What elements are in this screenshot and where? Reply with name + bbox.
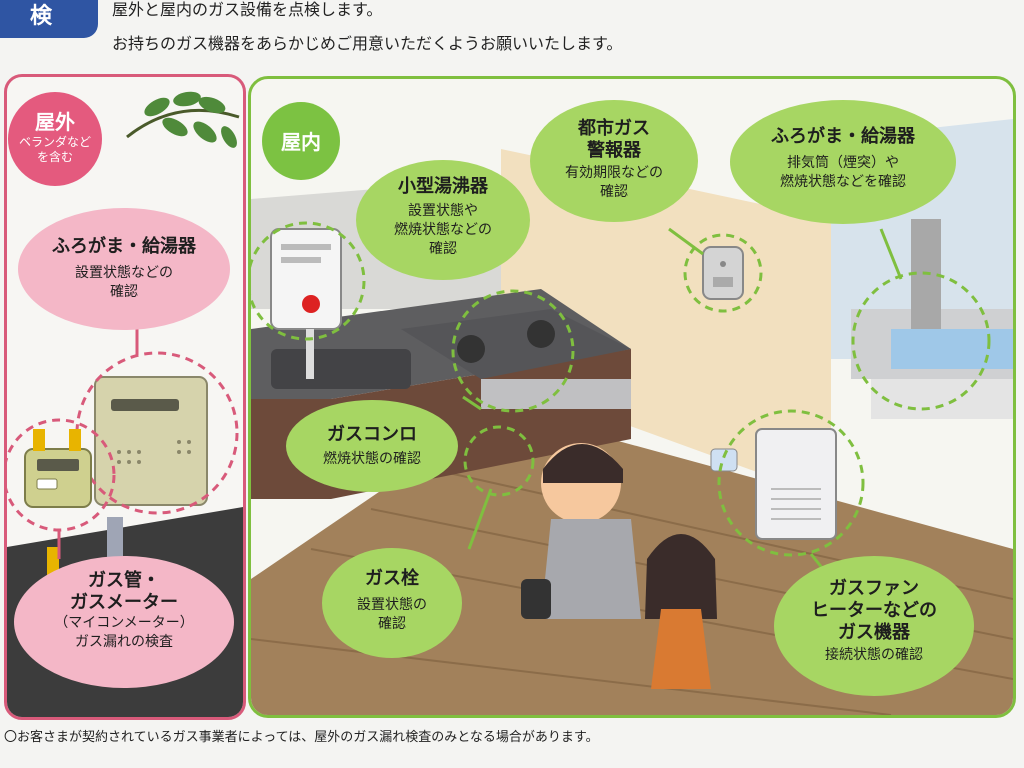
gas-cock-bubble: ガス栓 設置状態の 確認 (322, 548, 462, 658)
outdoor-water-heater-desc1: 設置状態などの (75, 265, 173, 281)
small-heater-desc3: 確認 (429, 241, 457, 257)
gas-fan-heater-desc: 接続状態の確認 (825, 647, 923, 663)
gas-alarm-desc2: 確認 (600, 184, 628, 200)
gas-alarm-device (702, 246, 744, 300)
gas-meter (24, 429, 92, 508)
gas-cock-desc1: 設置状態の (357, 597, 427, 613)
gas-pipe-title1: ガス管・ (88, 570, 160, 591)
gas-alarm-desc1: 有効期限などの (565, 165, 663, 181)
outdoor-tag-sub2: を含む (36, 150, 73, 164)
intro-line-2: お持ちのガス機器をあらかじめご用意いただくようお願いいたします。 (112, 34, 623, 53)
gas-fan-heater-title2: ヒーターなどの (811, 600, 937, 621)
gas-alarm-title2: 警報器 (587, 140, 641, 161)
resident-person (645, 534, 717, 689)
gas-alarm-bubble: 都市ガス 警報器 有効期限などの 確認 (530, 100, 698, 222)
gas-fan-heater-bubble: ガスファン ヒーターなどの ガス機器 接続状態の確認 (774, 556, 974, 696)
gas-alarm-title1: 都市ガス (578, 118, 650, 139)
outdoor-water-heater-bubble: ふろがま・給湯器 設置状態などの 確認 (18, 208, 230, 330)
small-heater-desc2: 燃焼状態などの (394, 222, 492, 238)
gas-pipe-sub: （マイコンメーター） (54, 615, 194, 631)
small-heater-title: 小型湯沸器 (398, 176, 488, 197)
indoor-water-heater-bubble: ふろがま・給湯器 排気筒（煙突）や 燃焼状態などを確認 (730, 100, 956, 224)
water-heater-outdoor (94, 376, 208, 506)
header-tab-label: 検 (30, 4, 53, 29)
small-heater-bubble: 小型湯沸器 設置状態や 燃焼状態などの 確認 (356, 160, 530, 280)
header-tab: 検 (0, 0, 98, 38)
gas-stove-desc: 燃焼状態の確認 (323, 451, 421, 467)
inspector-person (521, 443, 641, 619)
footnote: 〇お客さまが契約されているガス事業者によっては、屋外のガス漏れ検査のみとなる場合… (4, 730, 599, 745)
outdoor-tag: 屋外 ベランダなど を含む (8, 92, 102, 186)
gas-fan-heater-title1: ガスファン (829, 578, 919, 599)
gas-stove-bubble: ガスコンロ 燃焼状態の確認 (286, 400, 458, 492)
gas-pipe-meter-bubble: ガス管・ ガスメーター （マイコンメーター） ガス漏れの検査 (14, 556, 234, 688)
gas-pipe-title2: ガスメーター (70, 592, 178, 613)
leaves-decoration (126, 91, 240, 148)
indoor-water-heater-title: ふろがま・給湯器 (771, 126, 915, 147)
small-heater-desc1: 設置状態や (408, 203, 478, 219)
outdoor-tag-title: 屋外 (35, 110, 75, 134)
outdoor-water-heater-title: ふろがま・給湯器 (52, 236, 196, 257)
indoor-water-heater-desc2: 燃焼状態などを確認 (780, 174, 906, 190)
outdoor-water-heater-desc2: 確認 (110, 284, 138, 300)
small-water-heater (270, 228, 342, 379)
gas-cock-title: ガス栓 (365, 568, 419, 589)
intro-line-1: 屋外と屋内のガス設備を点検します。 (112, 0, 383, 19)
outdoor-tag-sub1: ベランダなど (18, 135, 91, 149)
indoor-water-heater-desc1: 排気筒（煙突）や (787, 155, 899, 171)
indoor-tag-title: 屋内 (281, 130, 321, 154)
gas-pipe-desc: ガス漏れの検査 (75, 634, 173, 650)
gas-fan-heater (710, 428, 837, 540)
gas-fan-heater-title3: ガス機器 (838, 622, 910, 643)
indoor-tag: 屋内 (262, 102, 340, 180)
gas-stove-title: ガスコンロ (327, 424, 417, 445)
gas-cock-desc2: 確認 (378, 616, 406, 632)
